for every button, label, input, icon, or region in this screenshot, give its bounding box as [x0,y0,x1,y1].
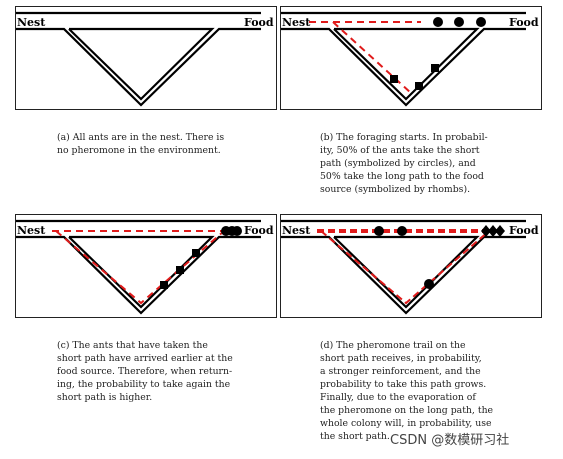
ant-circle [476,17,486,27]
ant-rhomb [488,225,498,237]
pheromone-trail-long [55,230,225,305]
watermark: CSDN @数模研习社 [390,433,510,448]
outer-long-path [16,235,261,315]
ant-rhomb [390,75,398,83]
caption-b: (b) The foraging starts. In probabil- it… [320,132,488,195]
nest-label: Nest [282,224,311,237]
ant-circle [424,279,434,289]
ant-rhomb [192,249,200,257]
ant-rhomb [176,266,184,274]
ant-circle [454,17,464,27]
food-label: Food [509,16,539,29]
nest-label: Nest [17,224,46,237]
inner-triangle [68,27,215,101]
ant-circle [232,226,242,236]
inner-triangle [333,27,480,101]
ant-circle [433,17,443,27]
food-label: Food [244,16,274,29]
food-label: Food [244,224,274,237]
nest-label: Nest [17,16,46,29]
panel-c: Nest Food [15,214,277,318]
outer-long-path [281,235,526,315]
caption-d: (d) The pheromone trail on the short pat… [320,340,494,442]
panel-b-diagram [281,11,526,107]
ant-rhomb [431,64,439,72]
panel-a-diagram [16,11,261,107]
ant-rhomb [481,225,491,237]
ant-circle [397,226,407,236]
panel-d: Nest Food [280,214,542,318]
pheromone-trail-long [332,21,412,94]
food-label: Food [509,224,539,237]
caption-a: (a) All ants are in the nest. There is n… [57,132,225,156]
pheromone-trail-long [320,230,490,305]
panel-d-diagram [281,219,526,315]
ant-rhomb [160,281,168,289]
outer-long-path [16,27,261,107]
ant-rhomb [415,82,423,90]
caption-c: (c) The ants that have taken the short p… [57,340,233,403]
panel-c-diagram [16,219,261,315]
panel-a: Nest Food [15,6,277,110]
ant-circle [374,226,384,236]
inner-triangle [68,235,215,309]
inner-triangle [333,235,480,309]
nest-label: Nest [282,16,311,29]
ant-rhomb [495,225,505,237]
panel-b: Nest Food [280,6,542,110]
outer-long-path [281,27,526,107]
